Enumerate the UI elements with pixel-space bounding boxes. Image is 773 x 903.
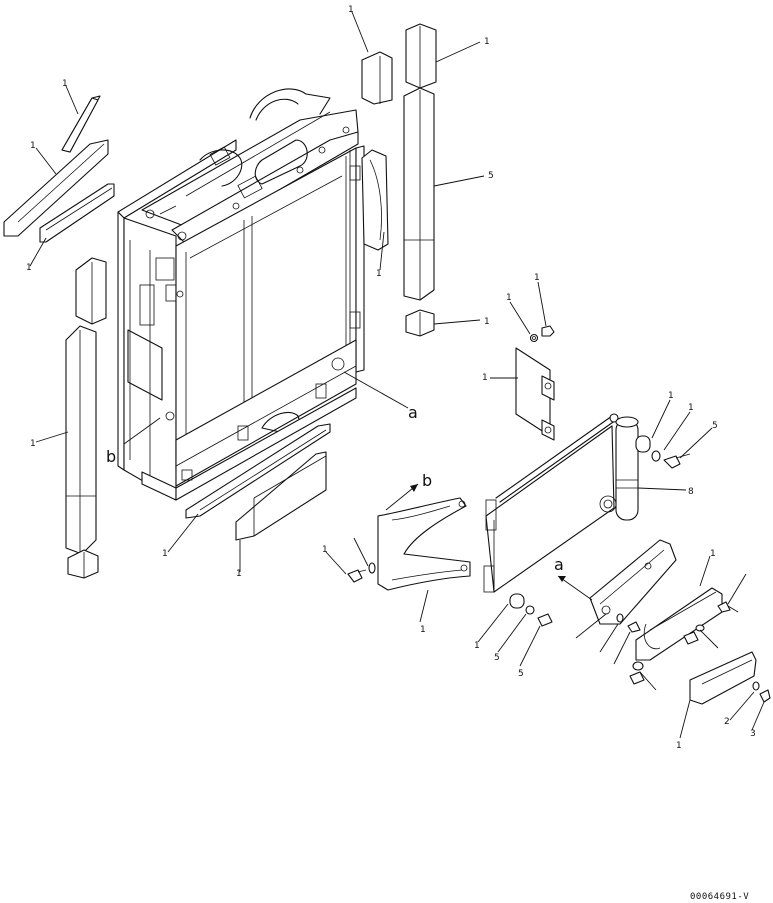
- mount-bracket-right: [589, 539, 723, 661]
- cover-plate-lower-right: [689, 651, 757, 705]
- bracket-plate: [515, 347, 555, 441]
- index-mark: 1: [484, 37, 490, 47]
- index-mark: 1: [688, 403, 694, 413]
- index-mark: 1: [420, 625, 426, 635]
- index-mark: 5: [488, 171, 494, 181]
- index-mark: 1: [376, 269, 382, 279]
- seal-blocks-upper-right: [361, 23, 437, 337]
- index-mark: 1: [30, 439, 36, 449]
- index-mark: 1: [26, 263, 32, 273]
- index-marks: 1 1 5 1 1 1 1 1 1 1 1 5 8 1 5 5 1 1 1 1 …: [26, 5, 756, 751]
- index-mark: 1: [668, 391, 674, 401]
- callout-b-upper: b: [422, 471, 432, 490]
- left-column-seal: [65, 257, 107, 579]
- index-mark: 3: [750, 729, 756, 739]
- callout-a-upper: a: [408, 403, 418, 422]
- index-mark: 5: [712, 421, 718, 431]
- index-mark: 1: [474, 641, 480, 651]
- seal-strips-lower: [185, 423, 331, 541]
- condenser-assembly: [483, 413, 639, 593]
- callouts: a b b a: [106, 403, 564, 574]
- index-mark: 1: [484, 317, 490, 327]
- index-mark: 2: [724, 717, 730, 727]
- index-mark: 1: [162, 549, 168, 559]
- index-mark: 1: [236, 569, 242, 579]
- index-mark: 1: [710, 549, 716, 559]
- index-mark: 8: [688, 487, 694, 497]
- index-mark: 5: [518, 669, 524, 679]
- index-mark: 1: [676, 741, 682, 751]
- index-mark: 1: [348, 5, 354, 15]
- index-mark: 1: [62, 79, 68, 89]
- callout-a-lower: a: [554, 555, 564, 574]
- callout-b-left: b: [106, 447, 116, 466]
- index-mark: 1: [482, 373, 488, 383]
- support-arm: [377, 497, 471, 591]
- seal-strips-upper-left: [3, 95, 115, 243]
- leader-lines: [29, 11, 765, 739]
- drawing-code: 00064691-V: [690, 892, 749, 902]
- radiator-assembly: [117, 88, 365, 501]
- index-mark: 1: [534, 273, 540, 283]
- index-mark: 1: [30, 141, 36, 151]
- index-mark: 5: [494, 653, 500, 663]
- index-mark: 1: [506, 293, 512, 303]
- index-mark: 1: [322, 545, 328, 555]
- hardware: [347, 325, 771, 703]
